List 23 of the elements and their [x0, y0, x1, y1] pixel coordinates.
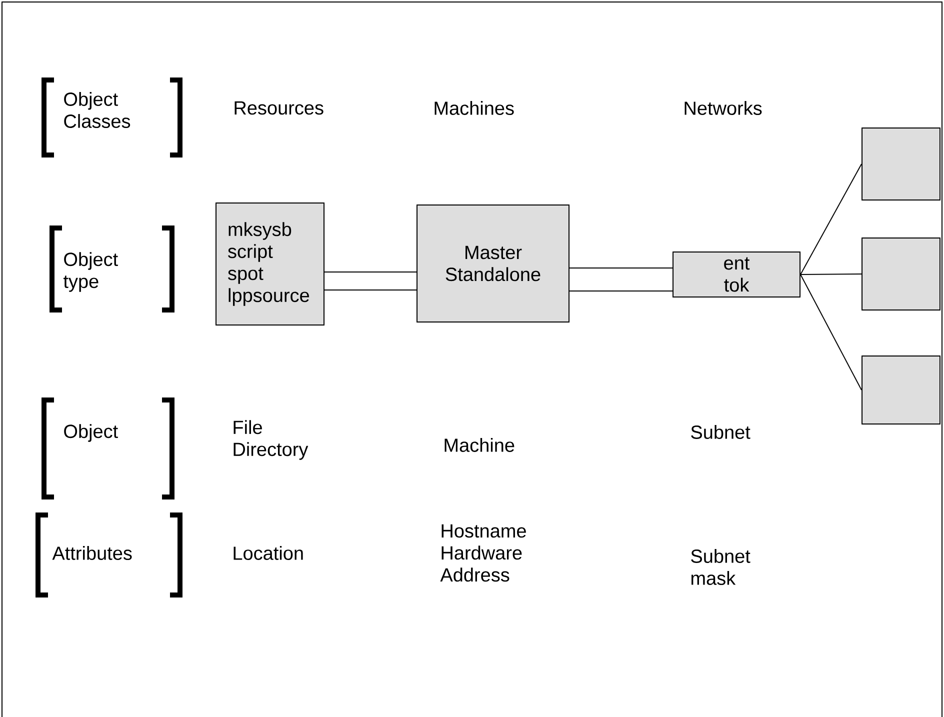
label-text: Subnet	[691, 425, 750, 439]
label-text: Machine	[444, 438, 514, 452]
label-text: Networks	[684, 101, 762, 115]
empty-box	[862, 238, 941, 310]
label-text: Object type	[63, 252, 118, 292]
label-text: Resources	[234, 101, 324, 115]
process-box: mksysb script spot lppsource	[216, 202, 324, 326]
label-text: File Directory	[234, 420, 308, 460]
label-text: Object Classes	[64, 92, 130, 128]
label-text: Object	[64, 424, 118, 442]
label-text: Attributes	[52, 546, 132, 560]
connector-line	[569, 290, 673, 292]
label-text: Subnet mask	[691, 549, 750, 585]
empty-box	[862, 356, 941, 424]
connector-line	[800, 274, 862, 275]
label-text: Machines	[434, 101, 514, 115]
process-box: ent tok	[672, 252, 800, 298]
process-box: Master Standalone	[416, 204, 570, 322]
empty-box	[862, 128, 941, 200]
label-text: Location	[234, 546, 303, 560]
connector-line	[800, 274, 862, 390]
connector-line	[800, 164, 862, 275]
label-text: Hostname Hardware Address	[440, 524, 526, 582]
